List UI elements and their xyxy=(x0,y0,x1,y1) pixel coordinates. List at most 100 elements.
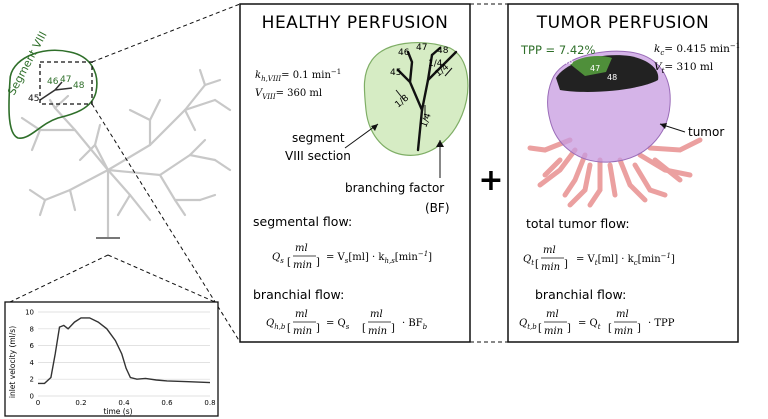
healthy-k-const: kh,VIII= 0.1 min−1 xyxy=(255,68,341,83)
svg-text:= Qs: = Qs xyxy=(326,318,350,331)
tumor-kc-const: kc= 0.415 min−1 xyxy=(654,42,740,57)
healthy-branchial-equation: Qh,b [ ml min ] = Qs [ ml min ] · BFb xyxy=(266,309,428,337)
tumor-panel: TUMOR PERFUSION 46 47 48 TPP = 7.42% kc=… xyxy=(507,3,740,343)
segment-caption-arrowhead xyxy=(371,124,378,131)
healthy-branch-47: 47 xyxy=(416,43,427,53)
tree-label-47: 47 xyxy=(60,75,71,85)
inlet-xtick-label: 0.4 xyxy=(118,399,130,407)
tumor-branchial-equation: Qt,b [ ml min ] = Qt [ ml min ] · TPP xyxy=(519,309,675,337)
svg-text:Qt: Qt xyxy=(523,254,534,267)
svg-text:ml: ml xyxy=(295,243,308,254)
inlet-xtick-label: 0.6 xyxy=(161,399,173,407)
segment-branches xyxy=(39,81,73,101)
inlet-xtick-label: 0.2 xyxy=(75,399,86,407)
inlet-chart-xticks: 0 0.2 0.4 0.6 0.8 xyxy=(36,399,216,407)
svg-text:min: min xyxy=(293,260,312,271)
inlet-xtick-label: 0.8 xyxy=(204,399,215,407)
svg-text:min: min xyxy=(368,326,387,337)
svg-text:= Vt[ml] · kc[min−1]: = Vt[ml] · kc[min−1] xyxy=(576,252,675,267)
svg-text:Qs: Qs xyxy=(272,252,284,265)
bf-caption-1: branching factor xyxy=(345,181,444,195)
inlet-chart-frame xyxy=(4,301,219,417)
svg-text:[: [ xyxy=(538,323,542,334)
svg-text:· BFb: · BFb xyxy=(402,318,428,331)
inlet-ytick-label: 2 xyxy=(30,376,34,384)
svg-text:]: ] xyxy=(637,323,641,334)
svg-text:ml: ml xyxy=(616,309,629,320)
inlet-ylabel: inlet velocity (ml/s) xyxy=(8,326,17,398)
plus-sign: + xyxy=(478,163,503,198)
tumor-title: TUMOR PERFUSION xyxy=(536,13,710,33)
svg-text:]: ] xyxy=(316,323,320,334)
healthy-branch-46: 46 xyxy=(398,48,410,58)
svg-text:min: min xyxy=(293,326,312,337)
segmental-flow-equation: Qs [ ml min ] = Vs[ml] · kh,s[min−1] xyxy=(272,243,432,271)
svg-text:ml: ml xyxy=(295,309,308,320)
svg-text:min: min xyxy=(544,326,563,337)
tumor-branch-48: 48 xyxy=(607,73,617,82)
healthy-branches xyxy=(396,46,458,152)
svg-text:= Vs[ml] · kh,s[min−1]: = Vs[ml] · kh,s[min−1] xyxy=(326,250,432,265)
svg-text:· TPP: · TPP xyxy=(648,318,675,329)
segmental-flow-label: segmental flow: xyxy=(253,214,352,229)
healthy-fraction-4: 1/4 xyxy=(428,59,443,69)
svg-text:ml: ml xyxy=(370,309,383,320)
healthy-branchial-flow-label: branchial flow: xyxy=(253,287,344,302)
svg-text:[: [ xyxy=(535,259,539,270)
svg-text:= Qt: = Qt xyxy=(578,318,601,331)
total-tumor-flow-equation: Qt [ ml min ] = Vt[ml] · kc[min−1] xyxy=(523,245,675,273)
healthy-arrows xyxy=(395,67,453,120)
tree-label-48: 48 xyxy=(73,81,85,91)
svg-text:ml: ml xyxy=(546,309,559,320)
tumor-branchial-flow-label: branchial flow: xyxy=(535,287,626,302)
inlet-xtick-label: 0 xyxy=(36,399,40,407)
inlet-chart-grid xyxy=(38,311,210,397)
inlet-ytick-label: 8 xyxy=(30,325,34,333)
svg-text:Qt,b: Qt,b xyxy=(519,318,537,331)
tree-label-46: 46 xyxy=(47,77,59,87)
inlet-line-right xyxy=(107,254,216,303)
zoom-box xyxy=(39,61,93,105)
tumor-green-region xyxy=(570,56,612,76)
svg-text:[: [ xyxy=(287,257,291,268)
bf-caption-2: (BF) xyxy=(425,201,450,215)
inlet-chart: 0 2 4 6 8 10 0 0.2 0.4 0.6 0.8 time (s) inlet vel… xyxy=(4,301,219,417)
svg-text:]: ] xyxy=(564,259,568,270)
tumor-caption-arrowhead xyxy=(660,123,667,129)
segment-viii-outline xyxy=(8,49,98,139)
inlet-ytick-label: 10 xyxy=(25,309,34,317)
healthy-branch-48: 48 xyxy=(437,46,449,56)
segment-viii-label: Segment VIII xyxy=(5,29,49,97)
svg-text:]: ] xyxy=(391,323,395,334)
zoom-line-top xyxy=(91,3,241,63)
healthy-v-const: VVIII= 360 ml xyxy=(255,88,322,101)
inlet-ytick-label: 6 xyxy=(30,342,35,350)
vascular-tree xyxy=(20,68,232,240)
total-tumor-flow-label: total tumor flow: xyxy=(526,216,630,231)
svg-text:ml: ml xyxy=(543,245,556,256)
tumor-branch-46: 46 xyxy=(563,57,573,66)
healthy-panel: HEALTHY PERFUSION 46 47 48 45 1/4 1/8 1/… xyxy=(239,3,471,343)
segment-caption-2: VIII section xyxy=(285,149,351,163)
tumor-vt-const: Vt= 310 ml xyxy=(654,61,714,75)
bf-caption-arrowhead xyxy=(436,140,444,147)
segment-caption-arrow xyxy=(344,123,379,149)
healthy-title: HEALTHY PERFUSION xyxy=(262,13,449,33)
svg-text:min: min xyxy=(614,326,633,337)
svg-text:[: [ xyxy=(608,323,612,334)
svg-text:[: [ xyxy=(287,323,291,334)
segment-caption-1: segment xyxy=(292,131,345,145)
svg-text:[: [ xyxy=(362,323,366,334)
svg-text:min: min xyxy=(541,262,560,273)
healthy-fraction-3: 1/4 xyxy=(419,112,433,129)
inlet-line-left xyxy=(9,254,109,303)
tree-label-45: 45 xyxy=(28,94,39,104)
tpp-value: TPP = 7.42% xyxy=(520,43,595,57)
inlet-xlabel: time (s) xyxy=(103,407,132,416)
svg-text:Qh,b: Qh,b xyxy=(266,318,286,331)
inlet-ytick-label: 0 xyxy=(30,393,34,401)
inlet-velocity-line xyxy=(38,317,211,385)
svg-text:]: ] xyxy=(567,323,571,334)
inlet-ytick-label: 4 xyxy=(30,359,35,367)
